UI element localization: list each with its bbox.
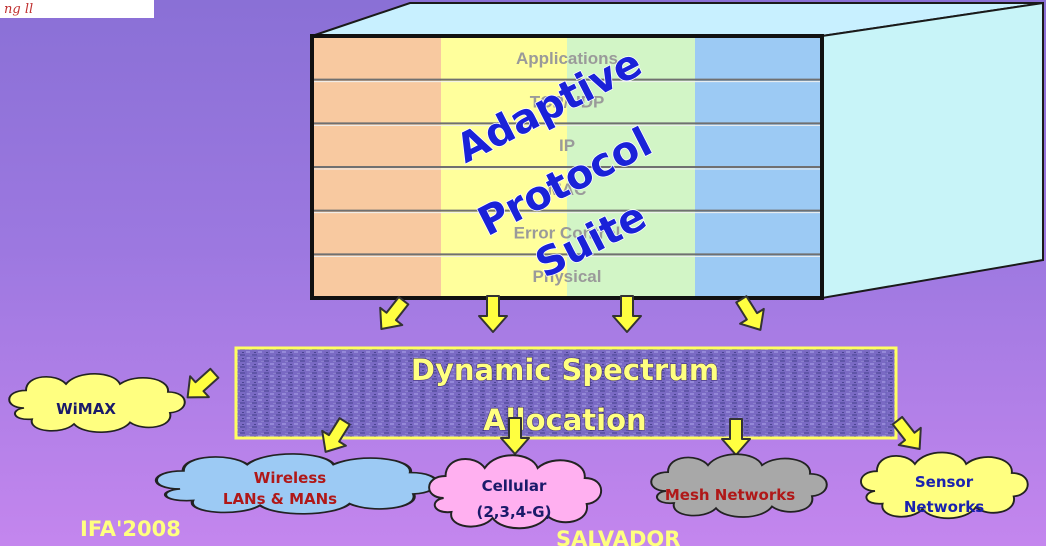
arrow-stack-3 — [612, 295, 642, 333]
logo: ng ll — [0, 0, 154, 18]
footer-left-text: IFA'2008 — [80, 517, 181, 541]
sensor-cloud: Sensor Networks — [860, 451, 1029, 520]
layer-label-1: Applications — [516, 49, 618, 68]
cellular-label-2: (2,3,4-G) — [477, 503, 552, 521]
wireless-cloud: Wireless LANs & MANs — [154, 452, 439, 516]
mesh-label: Mesh Networks — [665, 486, 795, 504]
layer-dividers — [312, 78, 822, 257]
layer-label-5: Error Control — [514, 224, 621, 243]
box-front-frame — [310, 34, 824, 300]
wimax-label: WiMAX — [56, 400, 116, 418]
mesh-cloud: Mesh Networks — [650, 453, 828, 519]
dsa-line-2: Allocation — [483, 403, 646, 437]
sensor-label-2: Networks — [904, 498, 984, 516]
footer-right-text: SALVADOR — [556, 527, 680, 546]
layer-label-3: IP — [559, 136, 575, 155]
layer-label-6: Physical — [533, 267, 602, 286]
box-side-face — [821, 1, 1044, 300]
cellular-cloud: Cellular (2,3,4-G) — [428, 454, 603, 530]
cellular-label-1: Cellular — [482, 477, 547, 495]
layer-label-4: MAC — [548, 180, 587, 199]
dsa-line-1: Dynamic Spectrum — [411, 353, 719, 387]
layer-label-2: TCP/UDP — [530, 93, 605, 112]
arrow-stack-2 — [478, 295, 508, 333]
wimax-cloud: WiMAX — [8, 372, 186, 434]
logo-text: ng ll — [4, 2, 33, 17]
wireless-label-2: LANs & MANs — [223, 490, 337, 508]
sensor-label-1: Sensor — [915, 473, 974, 491]
wireless-label-1: Wireless — [254, 469, 327, 487]
